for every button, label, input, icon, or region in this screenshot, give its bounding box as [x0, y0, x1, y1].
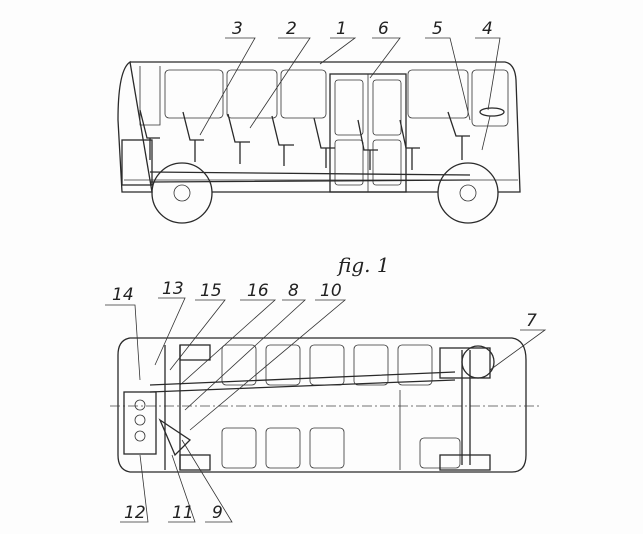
label-5: 5	[432, 19, 443, 39]
label-13: 13	[162, 279, 184, 299]
seats	[139, 109, 470, 170]
steering-wheel	[479, 107, 505, 117]
side-view	[117, 60, 521, 224]
label-15: 15	[200, 281, 222, 301]
label-8: 8	[288, 281, 299, 301]
label-14: 14	[112, 285, 134, 305]
door	[329, 73, 407, 193]
label-12: 12	[124, 503, 146, 523]
plan-view-labels: 14 13 15 16 8 10 7 12 11 9	[105, 279, 547, 523]
label-2: 2	[286, 19, 297, 39]
label-11: 11	[172, 503, 194, 523]
label-6: 6	[378, 19, 389, 39]
figure-caption: fig. 1	[336, 253, 390, 277]
front-wheel	[437, 162, 499, 224]
rear-wheel	[151, 162, 213, 224]
label-16: 16	[247, 281, 269, 301]
label-9: 9	[212, 503, 223, 523]
plan-seats	[221, 344, 461, 469]
engine-block	[123, 391, 157, 455]
label-1: 1	[336, 19, 347, 39]
label-7: 7	[526, 311, 537, 331]
label-4: 4	[482, 19, 493, 39]
label-10: 10	[320, 281, 342, 301]
front-wheel-plan	[461, 345, 495, 379]
side-view-labels: 3 2 1 6 5 4	[199, 19, 501, 136]
plan-view	[110, 337, 540, 473]
label-3: 3	[232, 19, 243, 39]
engine	[121, 139, 153, 186]
side-windows	[164, 69, 509, 127]
